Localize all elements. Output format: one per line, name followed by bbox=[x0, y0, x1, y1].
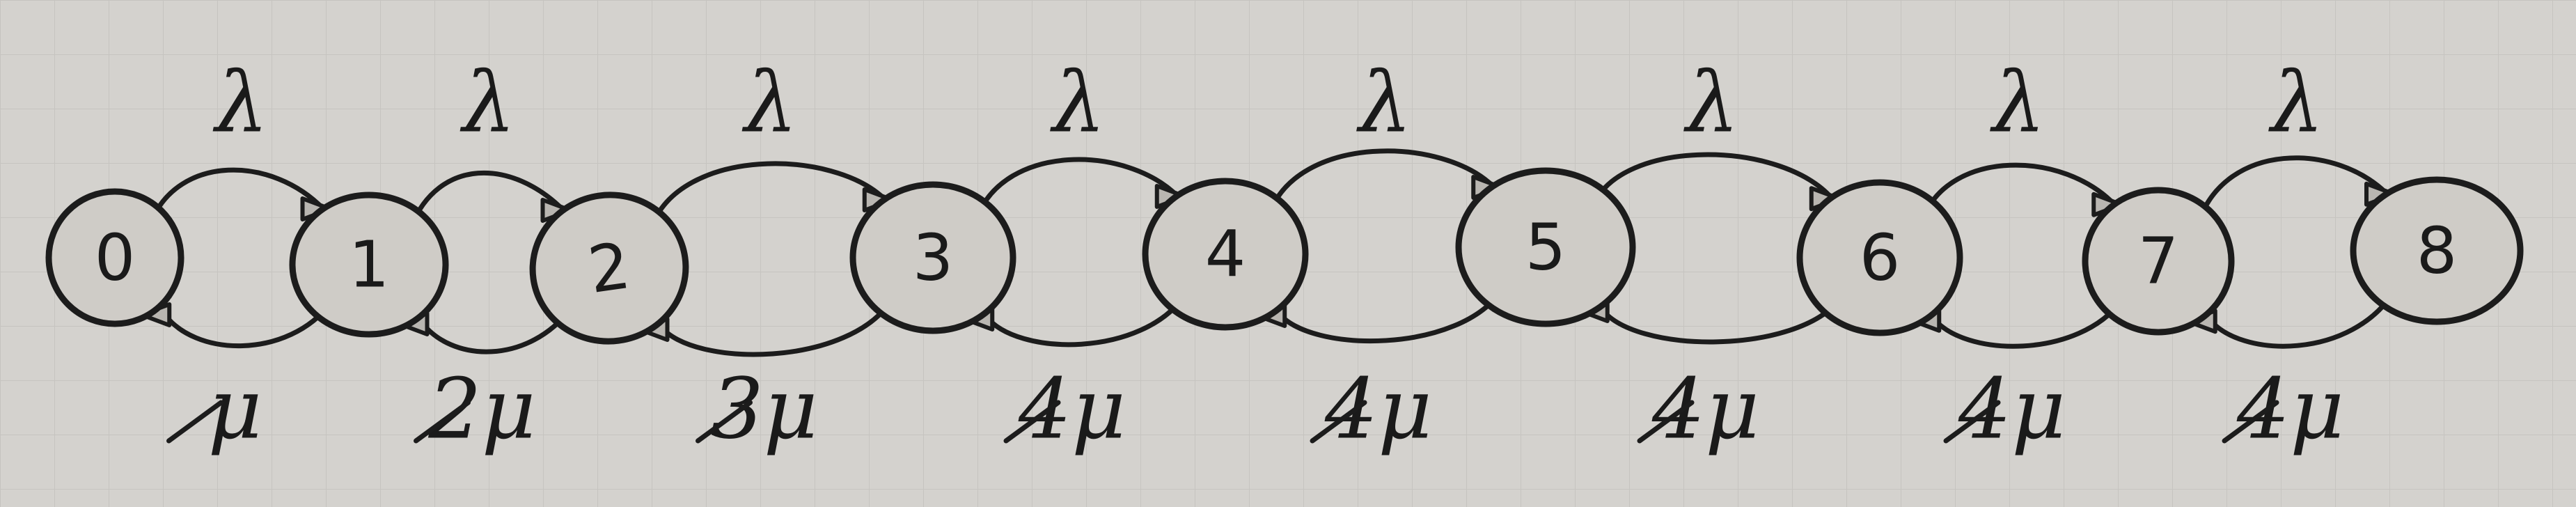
state-circle-7 bbox=[2082, 187, 2235, 336]
arrival-rate-label-6-7: λ bbox=[1990, 55, 2045, 152]
service-rate-underline-1-0 bbox=[166, 400, 223, 444]
state-circle-1 bbox=[289, 192, 449, 338]
state-node-7: 7 bbox=[2082, 187, 2235, 336]
service-rate-label-6-5: 4μ bbox=[1651, 361, 1759, 458]
state-node-8: 8 bbox=[2350, 176, 2524, 325]
arrival-arrow-2-3 bbox=[649, 161, 888, 231]
state-circle-3 bbox=[849, 181, 1016, 334]
state-circle-4 bbox=[1142, 178, 1309, 331]
state-label-3: 3 bbox=[913, 221, 954, 295]
state-circle-8 bbox=[2350, 176, 2524, 325]
service-rate-underline-2-1 bbox=[414, 400, 471, 444]
service-rate-label-5-4: 4μ bbox=[1324, 361, 1432, 458]
state-label-6: 6 bbox=[1860, 221, 1901, 295]
arrival-rate-label-3-4: λ bbox=[1050, 55, 1106, 152]
arrival-arrow-0-1 bbox=[148, 167, 326, 224]
state-circle-2 bbox=[529, 192, 689, 345]
arrival-rate-label-1-2: λ bbox=[460, 55, 515, 152]
arrival-rate-label-0-1: λ bbox=[212, 55, 268, 152]
service-arrow-3-2 bbox=[658, 295, 895, 357]
service-rate-underline-3-2 bbox=[696, 400, 753, 444]
state-label-1: 1 bbox=[349, 228, 390, 302]
state-node-4: 4 bbox=[1142, 178, 1309, 331]
state-node-0: 0 bbox=[45, 188, 184, 327]
state-label-0: 0 bbox=[95, 221, 136, 295]
service-arrow-5-4 bbox=[1275, 287, 1505, 344]
rate-labels: λ λ λ λ λ λ λ λ μ 2μ 3μ 4μ 4μ 4μ 4μ 4μ bbox=[166, 55, 2344, 458]
state-label-5: 5 bbox=[1525, 210, 1566, 285]
arrival-arrow-7-8 bbox=[2196, 155, 2390, 225]
state-label-8: 8 bbox=[2417, 214, 2458, 288]
arrival-rate-label-5-6: λ bbox=[1683, 55, 1739, 152]
state-node-6: 6 bbox=[1796, 179, 1963, 336]
state-label-7: 7 bbox=[2138, 224, 2179, 299]
service-rate-label-8-7: 4μ bbox=[2236, 361, 2344, 458]
service-arrow-4-3 bbox=[982, 292, 1188, 348]
service-rate-label-1-0: μ bbox=[208, 361, 262, 458]
state-node-3: 3 bbox=[849, 181, 1016, 334]
arrival-arrow-1-2 bbox=[409, 170, 566, 229]
arrival-arrow-5-6 bbox=[1591, 152, 1835, 208]
state-label-4: 4 bbox=[1205, 217, 1246, 292]
service-rate-underline-6-5 bbox=[1637, 400, 1695, 444]
state-node-1: 1 bbox=[289, 192, 449, 338]
service-arrow-8-7 bbox=[2206, 287, 2398, 349]
service-arrow-7-6 bbox=[1929, 297, 2124, 349]
service-rate-underline-7-6 bbox=[1943, 400, 2001, 444]
arrival-arrow-3-4 bbox=[974, 157, 1181, 220]
service-rate-label-7-6: 4μ bbox=[1958, 361, 2066, 458]
state-node-5: 5 bbox=[1455, 167, 1636, 327]
service-rate-underline-4-3 bbox=[1003, 400, 1061, 444]
arrival-rate-label-2-3: λ bbox=[741, 55, 797, 152]
arrival-rate-label-7-8: λ bbox=[2268, 55, 2324, 152]
service-rate-label-3-2: 3μ bbox=[710, 361, 817, 458]
state-circle-6 bbox=[1796, 179, 1963, 336]
service-rate-underline-8-7 bbox=[2222, 400, 2279, 444]
service-arrow-1-0 bbox=[159, 300, 333, 348]
service-arrow-2-1 bbox=[418, 306, 574, 354]
service-rate-underline-5-4 bbox=[1310, 400, 1367, 444]
arrival-rate-label-4-5: λ bbox=[1356, 55, 1412, 152]
service-rate-label-4-3: 4μ bbox=[1018, 361, 1126, 458]
service-rate-label-2-1: 2μ bbox=[427, 361, 535, 458]
service-arrow-6-5 bbox=[1598, 296, 1842, 345]
state-circle-0 bbox=[45, 188, 184, 327]
arrival-arrow-4-5 bbox=[1266, 148, 1497, 217]
state-nodes: 0 1 2 3 4 5 6 7 8 bbox=[45, 167, 2524, 345]
state-circle-5 bbox=[1455, 167, 1636, 327]
arrival-arrow-6-7 bbox=[1921, 162, 2117, 219]
state-node-2: 2 bbox=[529, 192, 689, 345]
